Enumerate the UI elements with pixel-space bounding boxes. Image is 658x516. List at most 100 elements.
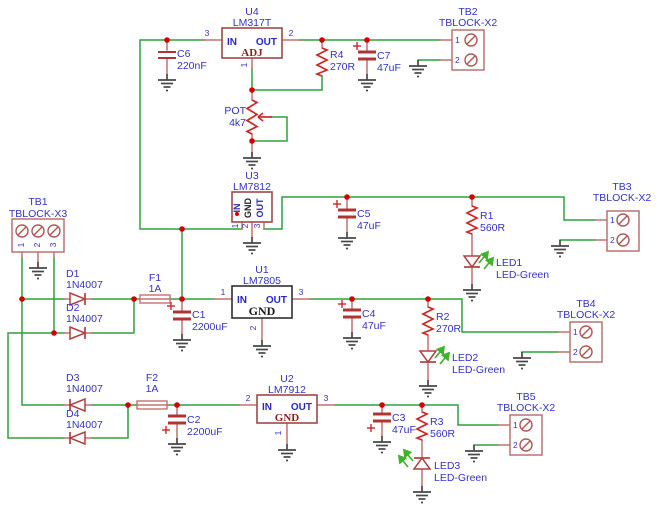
c3-ref-label: C3 bbox=[392, 412, 406, 424]
ground-symbol[interactable] bbox=[242, 151, 262, 170]
pot-value-label: 4k7 bbox=[229, 117, 246, 129]
ground-symbol[interactable] bbox=[464, 444, 484, 463]
c6-capacitor[interactable]: C6 220nF bbox=[158, 48, 207, 72]
d4-ref-label: D4 bbox=[66, 408, 80, 420]
u3-part-label: LM7812 bbox=[233, 181, 271, 193]
c7-value-label: 47uF bbox=[377, 62, 401, 74]
c7-capacitor[interactable]: C7 47uF bbox=[353, 42, 401, 74]
ground-symbol[interactable] bbox=[277, 443, 297, 462]
ground-symbol[interactable] bbox=[28, 261, 48, 280]
ground-symbols[interactable] bbox=[28, 59, 570, 504]
c3-capacitor[interactable]: C3 47uF bbox=[367, 412, 416, 436]
ground-symbol[interactable] bbox=[412, 485, 432, 504]
ground-symbol[interactable] bbox=[167, 437, 187, 456]
c5-ref-label: C5 bbox=[357, 208, 371, 220]
f1-value-label: 1A bbox=[149, 283, 162, 295]
wire[interactable] bbox=[21, 257, 65, 300]
u1-ref-label: U1 bbox=[255, 264, 269, 276]
u2-ref-label: U2 bbox=[280, 373, 294, 385]
tb2-pin1-num: 1 bbox=[455, 35, 460, 45]
tb1-part-label: TBLOCK-X3 bbox=[9, 208, 68, 220]
u2-pin-out-label: OUT bbox=[291, 402, 312, 413]
ground-symbol[interactable] bbox=[512, 351, 532, 370]
net-wires[interactable] bbox=[7, 39, 596, 446]
wire[interactable] bbox=[7, 332, 65, 439]
d1-diode[interactable]: D1 1N4007 bbox=[66, 268, 103, 306]
d1-value-label: 1N4007 bbox=[66, 279, 103, 291]
u4-ref-label: U4 bbox=[245, 6, 259, 18]
wire[interactable] bbox=[251, 116, 288, 142]
ground-symbol[interactable] bbox=[418, 379, 438, 398]
r3-resistor[interactable]: R3 560R bbox=[416, 411, 456, 441]
ground-symbol[interactable] bbox=[252, 339, 272, 358]
r4-resistor[interactable]: R4 270R bbox=[316, 47, 356, 77]
ground-symbol[interactable] bbox=[172, 333, 192, 352]
led2-ref-label: LED2 bbox=[452, 352, 478, 364]
tb2-ref-label: TB2 bbox=[458, 6, 477, 18]
d4-value-label: 1N4007 bbox=[66, 419, 103, 431]
tb5-terminal-block[interactable]: TB5 TBLOCK-X2 1 2 bbox=[497, 391, 556, 456]
u2-regulator[interactable]: U2 LM7912 IN OUT GND 2 3 1 bbox=[246, 373, 329, 435]
c6-value-label: 220nF bbox=[177, 60, 207, 72]
f2-fuse[interactable]: F2 1A bbox=[136, 372, 168, 410]
wire[interactable] bbox=[21, 298, 65, 406]
tb2-pin2-num: 2 bbox=[455, 55, 460, 65]
ground-symbol[interactable] bbox=[372, 435, 392, 454]
c5-capacitor[interactable]: C5 47uF bbox=[333, 200, 381, 232]
c4-ref-label: C4 bbox=[362, 308, 376, 320]
d3-diode[interactable]: D3 1N4007 bbox=[66, 372, 103, 412]
u2-pin-num-gnd: 1 bbox=[273, 430, 283, 435]
tb2-terminal-block[interactable]: TB2 TBLOCK-X2 1 2 bbox=[439, 6, 498, 71]
u1-regulator[interactable]: U1 LM7805 IN OUT GND 1 3 2 bbox=[221, 264, 304, 330]
r3-value-label: 560R bbox=[430, 428, 456, 440]
c2-capacitor[interactable]: C2 2200uF bbox=[162, 414, 223, 438]
led1[interactable]: LED1 LED-Green bbox=[463, 250, 549, 281]
wire[interactable] bbox=[91, 404, 129, 439]
c4-value-label: 47uF bbox=[362, 320, 386, 332]
led3-ref-label: LED3 bbox=[434, 460, 460, 472]
tb1-terminal-block[interactable]: TB1 TBLOCK-X3 1 2 3 bbox=[9, 196, 68, 253]
d2-diode[interactable]: D2 1N4007 bbox=[66, 302, 103, 340]
led3[interactable]: LED3 LED-Green bbox=[397, 448, 487, 484]
pot-potentiometer[interactable]: POT 4k7 bbox=[224, 99, 272, 135]
ground-symbol[interactable] bbox=[337, 231, 357, 250]
led2[interactable]: LED2 LED-Green bbox=[419, 345, 505, 376]
u4-regulator[interactable]: U4 LM317T IN OUT ADJ 3 2 1 bbox=[205, 6, 294, 67]
ground-symbol[interactable] bbox=[242, 236, 262, 255]
tb1-pin2-num: 2 bbox=[32, 242, 42, 247]
ground-symbol[interactable] bbox=[342, 331, 362, 350]
u1-pin-in-label: IN bbox=[237, 295, 247, 306]
c1-ref-label: C1 bbox=[192, 309, 206, 321]
r2-resistor[interactable]: R2 270R bbox=[422, 306, 462, 336]
tb3-terminal-block[interactable]: TB3 TBLOCK-X2 1 2 bbox=[593, 181, 652, 252]
d4-diode[interactable]: D4 1N4007 bbox=[66, 408, 103, 445]
u3-regulator[interactable]: U3 LM7812 IN GND OUT 1 2 3 bbox=[230, 170, 273, 228]
r1-resistor[interactable]: R1 560R bbox=[466, 205, 506, 235]
tb4-part-label: TBLOCK-X2 bbox=[557, 309, 616, 321]
u3-pin-num-in: 1 bbox=[230, 223, 240, 228]
wire[interactable] bbox=[334, 404, 499, 426]
tb3-pin2-num: 2 bbox=[610, 235, 615, 245]
ground-symbol[interactable] bbox=[357, 73, 377, 92]
ground-symbol[interactable] bbox=[408, 59, 428, 78]
wire[interactable] bbox=[251, 67, 323, 91]
f1-fuse[interactable]: F1 1A bbox=[139, 272, 171, 304]
wire[interactable] bbox=[53, 257, 65, 334]
d3-value-label: 1N4007 bbox=[66, 383, 103, 395]
c4-capacitor[interactable]: C4 47uF bbox=[338, 300, 386, 332]
led3-value-label: LED-Green bbox=[434, 472, 487, 484]
d3-ref-label: D3 bbox=[66, 372, 80, 384]
c5-value-label: 47uF bbox=[357, 220, 381, 232]
ground-symbol[interactable] bbox=[550, 239, 570, 258]
junction-dots bbox=[19, 37, 475, 408]
wire[interactable] bbox=[263, 196, 596, 230]
ground-symbol[interactable] bbox=[157, 73, 177, 92]
wire[interactable] bbox=[309, 298, 559, 333]
ground-symbol[interactable] bbox=[462, 283, 482, 302]
tb4-terminal-block[interactable]: TB4 TBLOCK-X2 1 2 bbox=[557, 298, 616, 363]
c1-capacitor[interactable]: C1 2200uF bbox=[167, 302, 228, 333]
wire[interactable] bbox=[139, 39, 205, 230]
wire[interactable] bbox=[91, 298, 135, 334]
